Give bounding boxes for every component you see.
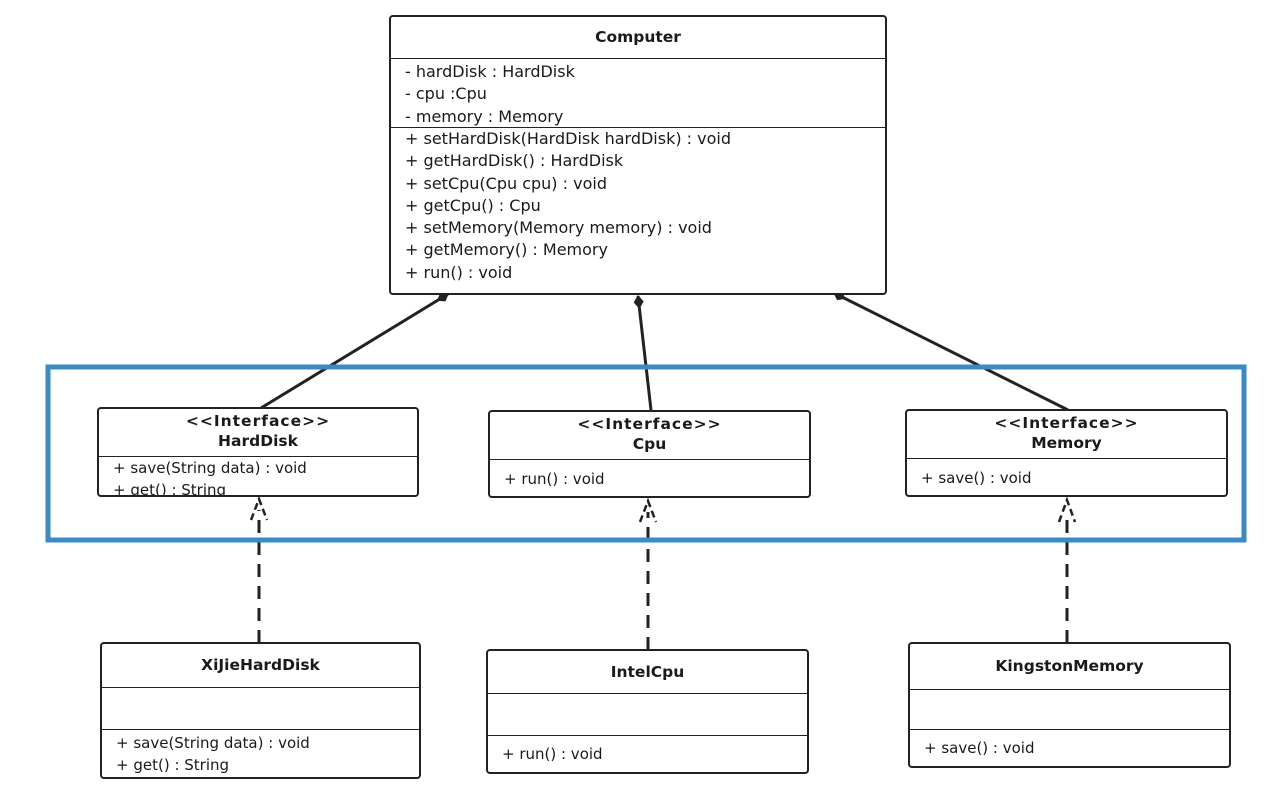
realization-kingston-arrowhead: [1057, 496, 1077, 523]
class-harddisk-name: HardDisk: [218, 432, 298, 450]
method-row: + get() : String: [113, 481, 227, 497]
class-xijie-attributes: [102, 687, 419, 729]
class-memory-methods: + save() : void: [907, 458, 1226, 495]
class-memory-name: Memory: [1031, 434, 1102, 452]
method-row: + getHardDisk() : HardDisk: [405, 151, 624, 171]
class-xijie-methods: + save(String data) : void + get() : Str…: [102, 729, 419, 777]
class-kingstonmemory[interactable]: KingstonMemory + save() : void: [908, 642, 1231, 768]
method-row: + run() : void: [502, 745, 603, 763]
class-kingston-attributes: [910, 689, 1229, 729]
attribute-row: - memory : Memory: [405, 106, 564, 126]
stereotype-label: <<Interface>>: [994, 414, 1139, 432]
method-row: + get() : String: [116, 756, 230, 774]
class-computer-name: Computer: [595, 28, 681, 46]
method-row: + save() : void: [924, 739, 1035, 757]
composition-cpu-line: [633, 295, 653, 411]
method-row: + setHardDisk(HardDisk hardDisk) : void: [405, 129, 732, 148]
method-row: + run() : void: [504, 470, 605, 488]
method-row: + run() : void: [405, 262, 513, 282]
method-row: + getMemory() : Memory: [405, 240, 608, 260]
method-row: + save(String data) : void: [113, 459, 307, 477]
method-row: + setMemory(Memory memory) : void: [405, 218, 712, 238]
composition-harddisk-line: [260, 292, 449, 410]
class-computer[interactable]: Computer - hardDisk : HardDisk - cpu :Cp…: [389, 15, 887, 295]
class-xijiehardisk[interactable]: XiJieHardDisk + save(String data) : void…: [100, 642, 421, 779]
composition-memory-line: [833, 291, 1069, 412]
class-intel-methods: + run() : void: [488, 735, 807, 772]
stereotype-label: <<Interface>>: [577, 415, 722, 433]
class-cpu-methods: + run() : void: [490, 459, 809, 496]
class-intel-name: IntelCpu: [610, 663, 685, 681]
method-row: + save() : void: [921, 469, 1032, 487]
class-intel-attributes: [488, 693, 807, 735]
class-harddisk-methods: + save(String data) : void + get() : Str…: [99, 456, 417, 497]
method-row: + getCpu() : Cpu: [405, 195, 541, 215]
class-xijie-name: XiJieHardDisk: [201, 656, 320, 674]
class-kingston-name: KingstonMemory: [995, 657, 1144, 675]
realization-xijie-arrowhead: [249, 495, 269, 521]
class-intelcpu[interactable]: IntelCpu + run() : void: [486, 649, 809, 774]
attribute-row: - hardDisk : HardDisk: [405, 62, 575, 81]
attribute-row: - cpu :Cpu: [405, 84, 487, 104]
class-cpu-name: Cpu: [632, 435, 667, 453]
realization-intel-arrowhead: [638, 497, 658, 523]
stereotype-label: <<Interface>>: [185, 412, 331, 430]
class-cpu-interface[interactable]: <<Interface>> Cpu + run() : void: [488, 410, 811, 498]
method-row: + save(String data) : void: [116, 734, 310, 752]
class-computer-attributes: - hardDisk : HardDisk - cpu :Cpu - memor…: [391, 58, 885, 127]
class-harddisk-interface[interactable]: <<Interface>> HardDisk + save(String dat…: [97, 407, 419, 497]
class-computer-methods: + setHardDisk(HardDisk hardDisk) : void …: [391, 127, 885, 293]
class-kingston-methods: + save() : void: [910, 729, 1229, 766]
method-row: + setCpu(Cpu cpu) : void: [405, 173, 607, 193]
class-memory-interface[interactable]: <<Interface>> Memory + save() : void: [905, 409, 1228, 497]
